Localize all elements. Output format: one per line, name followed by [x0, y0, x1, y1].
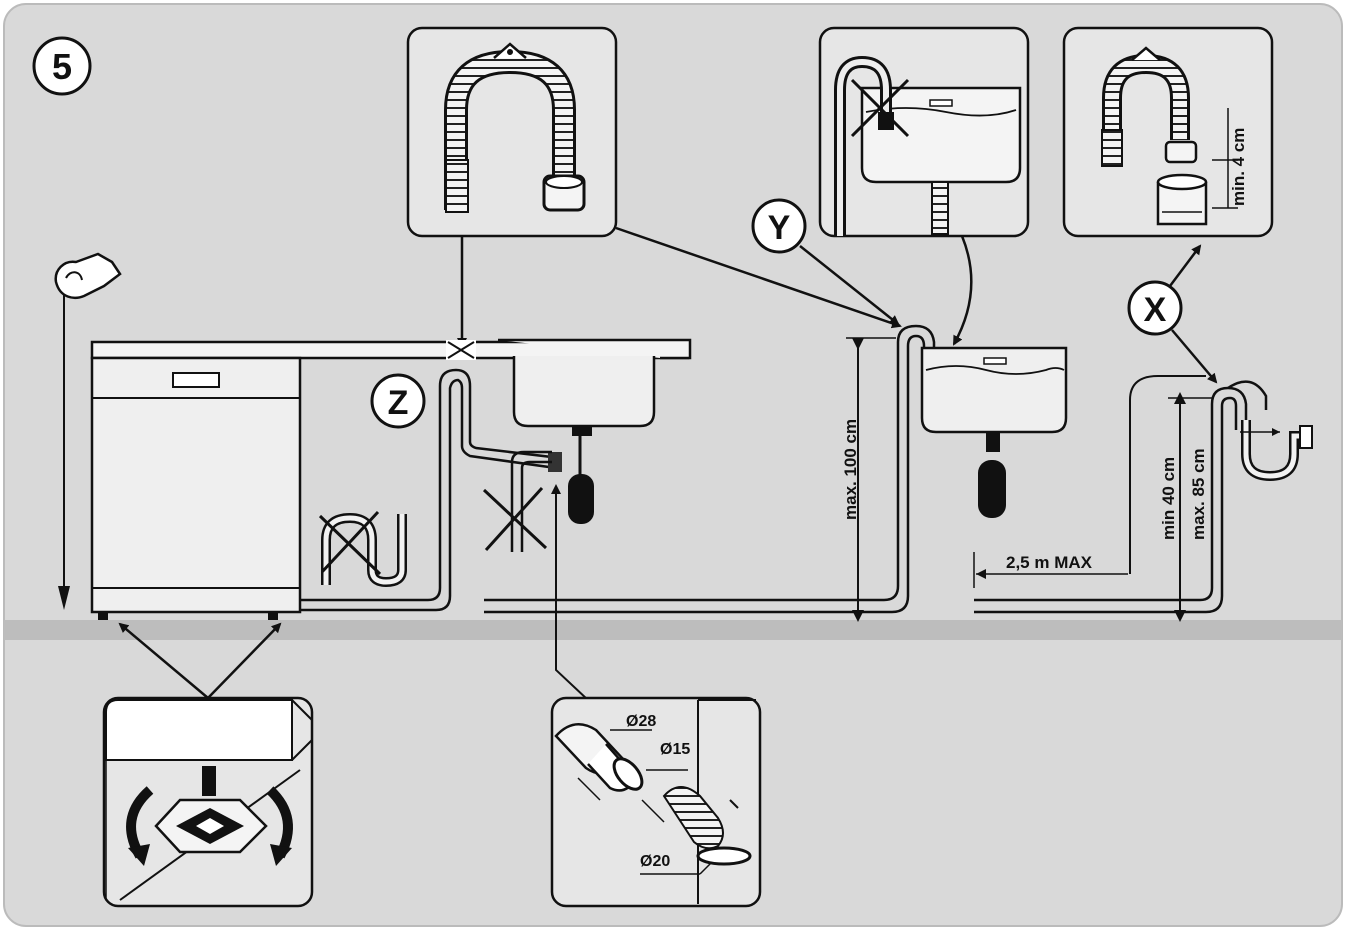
- dim-d20-label: Ø20: [640, 853, 670, 870]
- step-badge: 5: [32, 36, 92, 96]
- dim-length-max: 2,5 m MAX: [973, 552, 1128, 588]
- wall-drain-hose: [974, 386, 1248, 614]
- dim-max-85-label: max. 85 cm: [1189, 448, 1208, 540]
- dim-length-max-label: 2,5 m MAX: [1006, 553, 1093, 572]
- callout-y-label: Y: [768, 209, 791, 247]
- inset-min-gap: min. 4 cm: [1062, 26, 1274, 238]
- drain-hose-main: [300, 368, 472, 612]
- wrong-hose-loop: [318, 510, 407, 588]
- cabinet-outline: [1129, 375, 1206, 574]
- hose-to-trap: [460, 440, 562, 472]
- dim-d28-label: Ø28: [626, 713, 656, 730]
- dim-max-100-label: max. 100 cm: [841, 419, 860, 520]
- arrow-hook-to-tub: [615, 226, 902, 329]
- dishwasher-handle: [172, 372, 220, 388]
- callout-z-label: Z: [388, 384, 409, 422]
- arrow-to-right-foot: [207, 622, 282, 699]
- inset-no-submerge: [818, 26, 1030, 238]
- dim-min-4-label: min. 4 cm: [1229, 128, 1248, 206]
- callout-x: X: [1127, 244, 1218, 384]
- step-number: 5: [52, 46, 72, 87]
- wrong-route-below-sink: [482, 450, 552, 552]
- dim-min-40-label: min 40 cm: [1159, 457, 1178, 540]
- dim-max-100: max. 100 cm: [841, 337, 896, 622]
- callout-x-label: X: [1144, 291, 1167, 329]
- arrow-inset-to-tub: [952, 235, 973, 346]
- z-clip-marker: [446, 340, 476, 360]
- arrow-to-connector: [551, 484, 589, 701]
- callout-y: Y: [751, 198, 900, 326]
- inset-connector: Ø28 Ø15 Ø20: [550, 696, 762, 908]
- inset-adjustable-foot: [102, 696, 314, 908]
- tub-trap: [978, 460, 1006, 518]
- dim-d15-label: Ø15: [660, 741, 690, 758]
- sink: [498, 338, 692, 524]
- sink-trap: [568, 474, 594, 524]
- standpipe-trap: [1227, 380, 1313, 482]
- floor-line: [4, 620, 1342, 640]
- hand-plumb-icon: [54, 252, 122, 610]
- inset-hose-hook: [406, 26, 618, 238]
- dishwasher: [90, 356, 302, 620]
- callout-z: Z: [370, 373, 426, 429]
- tub: [920, 346, 1068, 518]
- dim-height-range: min 40 cm max. 85 cm: [1159, 392, 1212, 622]
- arrow-to-left-foot: [118, 622, 209, 699]
